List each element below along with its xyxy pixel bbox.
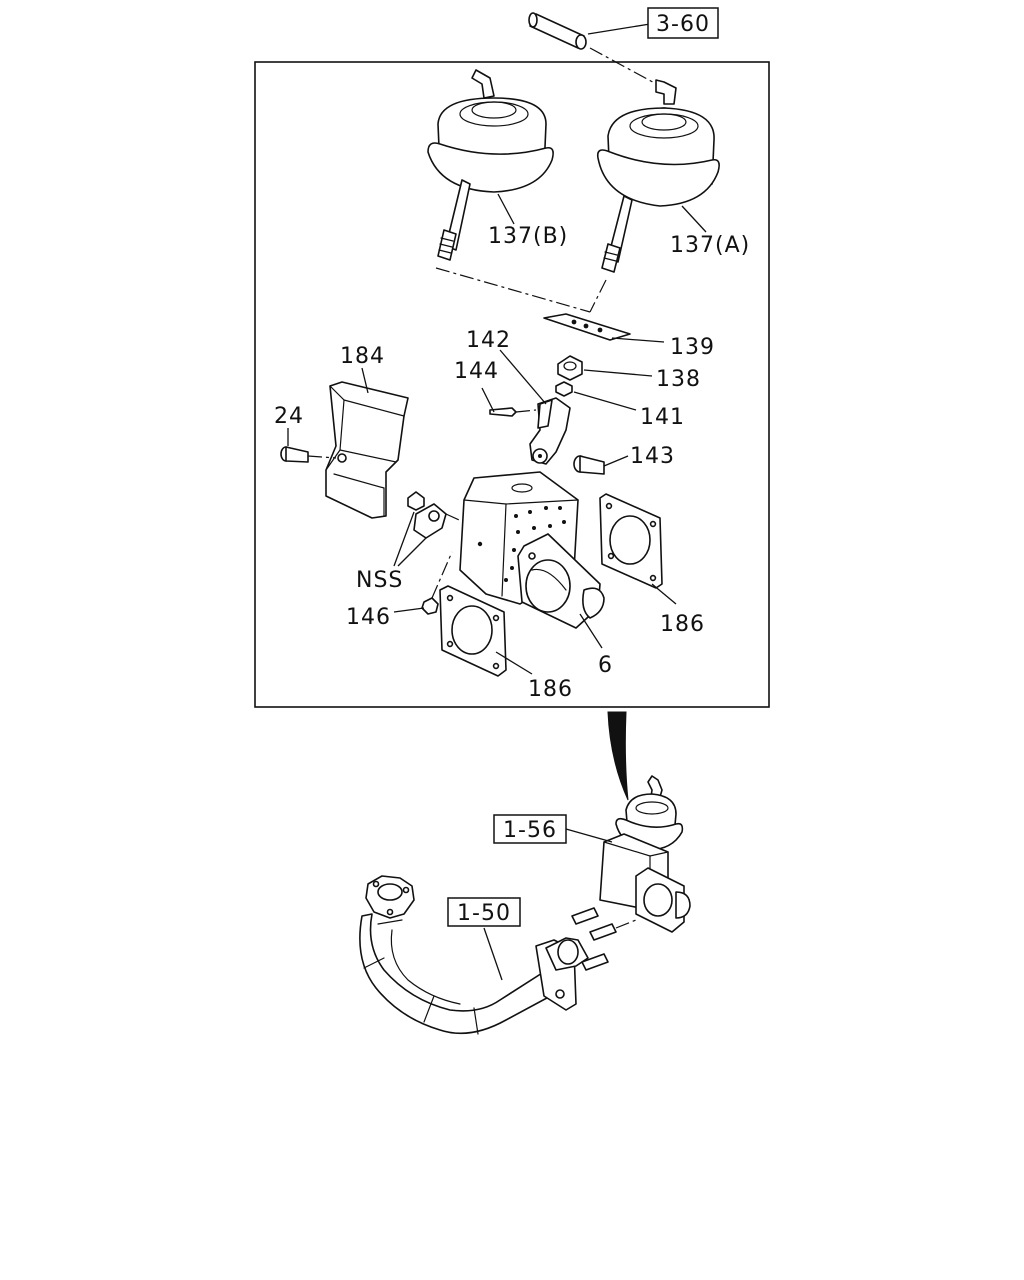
lower-actuator-assembly <box>599 775 691 933</box>
detail-frame <box>254 61 770 708</box>
ref-1-56-label: 1-56 <box>503 818 557 843</box>
label-184: 184 <box>340 344 385 369</box>
hose-3-60 <box>528 12 661 87</box>
actuator-137b: 137(B) <box>427 69 568 261</box>
bolt-24: 24 <box>274 404 337 463</box>
label-141: 141 <box>640 405 685 430</box>
washer-141: 141 <box>555 381 685 430</box>
gasket-186-left: 186 <box>439 585 573 702</box>
callout-arrow <box>607 711 629 801</box>
actuator-137a: 137(A) <box>596 79 750 273</box>
gasket-186-right: 186 <box>599 493 705 637</box>
label-137b: 137(B) <box>488 224 568 249</box>
label-146: 146 <box>346 605 391 630</box>
lower-pipe-assembly <box>359 875 637 1035</box>
label-nss: NSS <box>356 568 403 593</box>
ref-box-1-50[interactable]: 1-50 <box>447 897 521 927</box>
label-143: 143 <box>630 444 675 469</box>
bolt-143: 143 <box>573 444 675 475</box>
label-144: 144 <box>454 359 499 384</box>
plate-139: 139 <box>543 313 715 360</box>
clip-146: 146 <box>346 551 453 630</box>
label-142: 142 <box>466 328 511 353</box>
nut-138: 138 <box>557 355 701 392</box>
ref-box-1-56[interactable]: 1-56 <box>493 814 613 844</box>
label-24: 24 <box>274 404 304 429</box>
ref-1-50-label: 1-50 <box>457 901 511 926</box>
pin-144: 144 <box>454 359 537 417</box>
lever-142: 142 <box>466 328 571 465</box>
valve-body-6: 6 <box>517 533 613 678</box>
label-186-right: 186 <box>660 612 705 637</box>
ref-box-3-60[interactable]: 3-60 <box>647 7 719 39</box>
label-186-left: 186 <box>528 677 573 702</box>
label-6: 6 <box>598 653 613 678</box>
label-139: 139 <box>670 335 715 360</box>
label-138: 138 <box>656 367 701 392</box>
label-137a: 137(A) <box>670 233 750 258</box>
cover-184: 184 <box>325 344 409 519</box>
ref-3-60-label: 3-60 <box>656 12 710 37</box>
